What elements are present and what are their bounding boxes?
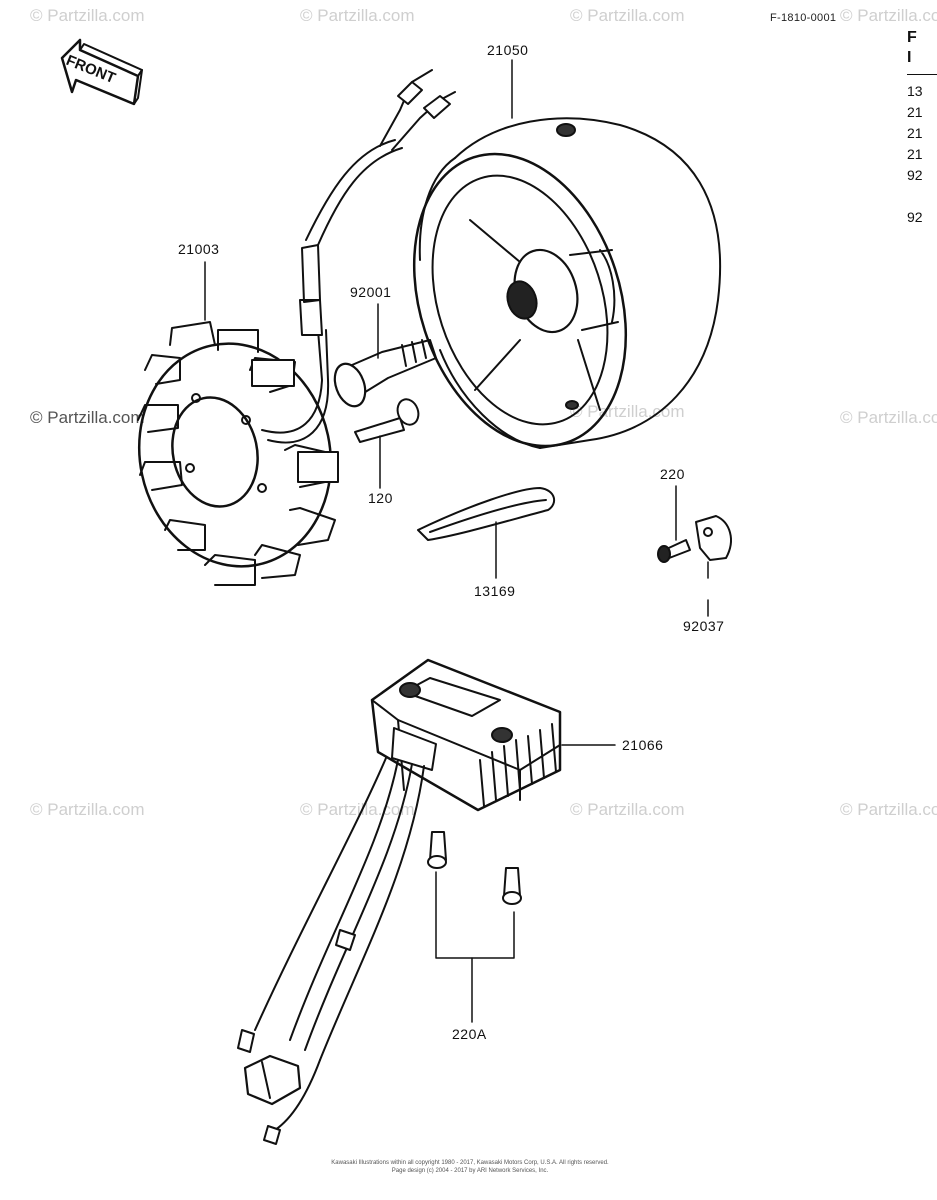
flywheel-rotor — [412, 59, 722, 449]
table-row: 21 — [907, 146, 923, 162]
copyright-line-2: Page design (c) 2004 - 2017 by ARI Netwo… — [391, 1168, 549, 1174]
table-row: 92 — [907, 167, 923, 183]
parts-table-edge: F I 13 21 21 21 92 92 — [907, 28, 937, 228]
bolt-small — [354, 398, 420, 489]
stator-coil — [137, 261, 339, 586]
callout-stator: 21003 — [178, 241, 220, 257]
woodruff-key — [417, 487, 556, 579]
watermark: © Partzilla.com — [570, 800, 685, 819]
table-header-2: I — [907, 49, 912, 66]
watermark: © Partzilla.com — [570, 6, 685, 25]
regulator-mount-bolts — [427, 831, 522, 1023]
callout-bolt-large: 92001 — [350, 284, 392, 300]
callout-screw: 220 — [660, 466, 685, 482]
voltage-regulator — [370, 658, 616, 812]
table-row: 21 — [907, 104, 923, 120]
watermark: © Partzilla.com — [300, 6, 415, 25]
table-row: 13 — [907, 83, 923, 99]
copyright-line-1: Kawasaki Illustrations within all copyri… — [331, 1160, 609, 1166]
regulator-wire-harness — [237, 757, 425, 1145]
callout-flywheel: 21050 — [487, 42, 529, 58]
table-divider — [907, 74, 937, 75]
front-arrow-icon — [60, 38, 143, 106]
table-row: 21 — [907, 125, 923, 141]
watermark: © Partzilla.com — [30, 408, 145, 427]
table-header-1: F — [907, 29, 917, 46]
callout-bolt-small: 120 — [368, 490, 393, 506]
table-row: 92 — [907, 209, 923, 225]
watermark: © Partzilla.com — [840, 408, 937, 427]
flange-bolt — [333, 303, 437, 408]
stator-wire-harness — [261, 69, 456, 444]
watermark: © Partzilla.com — [840, 800, 937, 819]
watermark: © Partzilla.com — [30, 6, 145, 25]
watermark: © Partzilla.com — [30, 800, 145, 819]
callout-regulator-bolts: 220A — [452, 1026, 487, 1042]
diagram-code: F-1810-0001 — [770, 12, 837, 24]
watermark: © Partzilla.com — [840, 6, 937, 25]
callout-clamp: 92037 — [683, 618, 725, 634]
callout-regulator: 21066 — [622, 737, 664, 753]
callout-key: 13169 — [474, 583, 516, 599]
screw-and-clamp — [657, 485, 732, 617]
